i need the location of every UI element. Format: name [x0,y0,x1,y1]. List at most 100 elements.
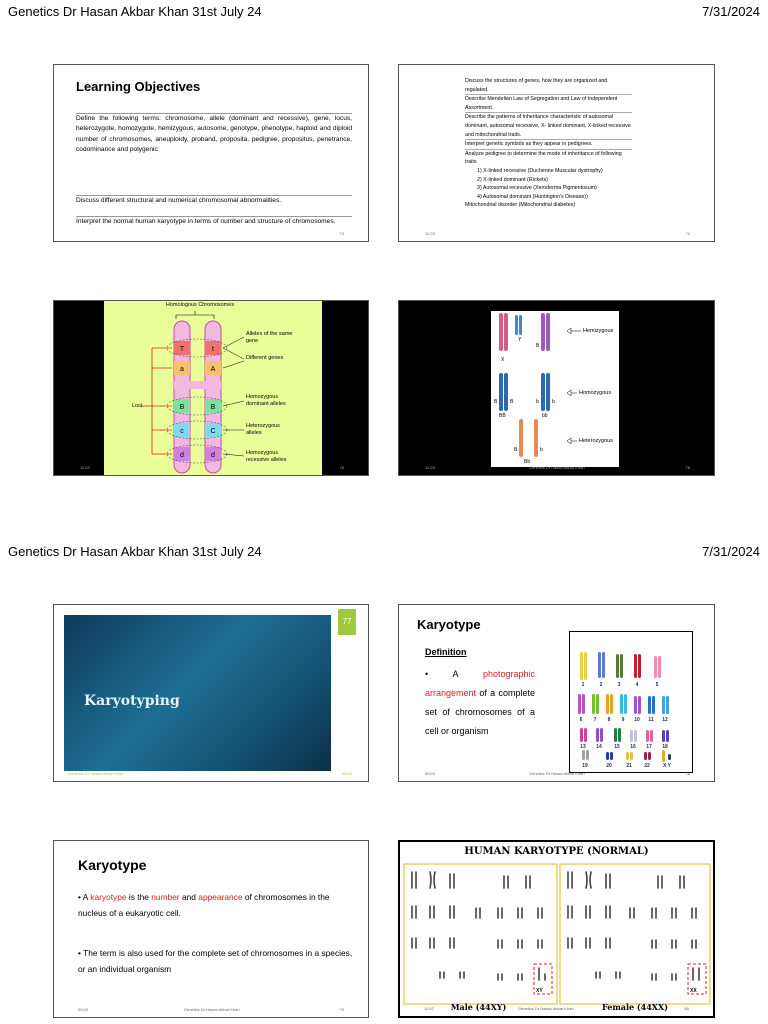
label-heterozygous: Heterozygous alleles [246,423,280,436]
chromosome-number: 14 [596,744,602,750]
normal-karyotype-figure: XY XX [403,863,711,1005]
slide-number: 76 [685,465,690,470]
slide-time: 09:03 [425,771,436,776]
allele-label: T [180,346,185,353]
karyotype-image: 1 2 3 4 5 6 7 8 9 10 11 12 13 14 15 16 1… [569,631,693,773]
definition-heading: Definition [425,647,467,657]
slide-number: 80 [684,1006,689,1011]
allele-label: B [211,404,216,411]
slide-number-badge: 77 [338,609,356,635]
slide-homologous-chromosomes: Homologous Chromosomes [53,300,369,476]
allele-label: B [180,404,185,411]
slide-number: 79 [339,1007,344,1012]
objective-karyotype: Interpret the normal human karyotype in … [76,216,352,227]
chromosome-number: 18 [662,744,668,750]
slide-objectives-continued: Discuss the structures of genes, how the… [398,64,715,242]
allele-label: d [180,452,184,459]
chromosome-number: 1 [582,682,585,688]
homologous-chromosome-diagram: T t a A B B c C d d [140,311,245,474]
objective-subitem: 2) X-linked dominant (Rickets) [477,176,548,183]
genotype-label: BB [499,413,506,419]
bullet-text: • A [78,892,91,902]
page-header: Genetics Dr Hasan Akbar Khan 31st July 2… [8,4,760,22]
objective-abnormalities: Discuss different structural and numeric… [76,195,352,206]
label-hemizygous: Hemizygous [583,328,614,334]
allele-label: d [211,452,215,459]
chromosome-number: 19 [582,763,588,769]
zygosity-panel: X Y B B B b b BB bb B b Bb Hemizygous Ho… [491,311,619,467]
chromosome-number: 21 [626,763,632,769]
chromosome-number: 8 [608,717,611,723]
slide-time: 11:03 [425,231,435,236]
keyword-appearance: appearance [198,892,243,902]
slide-number: 78 [685,771,690,776]
chromosome-number: 20 [606,763,612,769]
label-homozygous-dominant: Homozygous dominant alleles [246,394,286,407]
slide-title: Learning Objectives [76,79,201,94]
zygosity-diagram: X Y B B B b b BB bb B b Bb [494,313,581,465]
bullet-karyotype-definition: • A karyotype is the number and appearan… [78,889,353,921]
page-header: Genetics Dr Hasan Akbar Khan 31st July 2… [8,544,760,562]
label-heterozygous: Heterozygous [579,438,613,444]
objective-row: Mitochondrial disorder (Mitochondrial di… [465,202,576,209]
bullet-text: of chromosomes in the nucleus of a eukar… [78,892,330,918]
objective-subitem: 1) X-linked recessive (Duchenne Muscular… [477,167,603,174]
objective-definitions: Define the following terms: chromosome, … [76,113,352,155]
chromosome-number: 5 [656,682,659,688]
male-label: Male (44XY) [450,1002,507,1012]
label-different-genes: Different genes [246,355,284,361]
header-title: Genetics Dr Hasan Akbar Khan 31st July 2… [8,544,262,559]
genotype-label: bb [542,413,548,419]
slide-number: 74 [685,231,690,236]
bullet-karyotype-species: • The term is also used for the complete… [78,948,353,974]
slide-number: 75 [339,465,344,470]
chromosome-label: B [514,447,518,453]
objective-row: Describe Mendelian Law of Segregation an… [465,95,632,114]
slide-human-karyotype: HUMAN KARYOTYPE (NORMAL) XY XX Male (44X… [398,840,715,1018]
keyword-number: number [151,892,180,902]
slide-number: 73 [339,231,344,236]
allele-label: t [212,346,214,353]
sex-chromosome-label: XY [536,988,543,994]
slide-footer: Genetics Dr Hasan Akbar Khan [184,1007,240,1012]
slide-learning-objectives: Learning Objectives Define the following… [53,64,369,242]
objectives-list: Discuss the structures of genes, how the… [465,77,632,210]
slide-date: 06/03 [341,771,352,776]
objective-row: Interpret genetic symbols as they appear… [465,140,632,150]
objective-subitem: 4) Autosomal dominant (Huntington's Dise… [477,193,588,200]
label-alleles-same-gene: Alleles of the same gene [246,331,293,344]
allele-label: c [180,428,184,435]
allele-label: a [180,366,184,373]
bullet-text: is the [126,892,152,902]
label-homozygous: Homozygous [579,390,612,396]
chromosome-number: 22 [644,763,650,769]
title-background [64,615,331,771]
chromosome-label: B [494,399,498,405]
sex-chromosome-label: XX [690,988,697,994]
chromosome-number: 16 [630,744,636,750]
chromosome-label: B [536,343,540,349]
allele-label: C [210,428,215,435]
slide-karyotype-definition: Karyotype Definition • A photographic ar… [398,604,715,782]
slide-karyotyping-title: Karyotyping 77 Genetics Dr Hasan Akbar K… [53,604,369,782]
diagram-panel: Homologous Chromosomes [104,301,322,475]
loci-label: Loci [132,403,143,409]
chromosome-number: 3 [618,682,621,688]
header-title: Genetics Dr Hasan Akbar Khan 31st July 2… [8,4,262,19]
slide-footer: Genetics Dr Hasan Akbar Khan [68,771,124,776]
slide-title: Karyotype [417,617,481,632]
slide-footer: Genetics Dr Hasan Akbar Khan [529,465,585,470]
colored-karyotype: 1 2 3 4 5 6 7 8 9 10 11 12 13 14 15 16 1… [578,652,672,769]
keyword-photographic: photographic arrangement [425,669,535,698]
allele-label: A [211,366,216,373]
chromosome-number: X Y [663,763,672,769]
slide-time: 11:03 [425,465,435,470]
header-date: 7/31/2024 [702,4,760,19]
chromosome-number: 17 [646,744,652,750]
chromosome-number: 9 [622,717,625,723]
chromosome-label: b [552,399,555,405]
slide-footer: Genetics Dr Hasan Akbar Khan [518,1006,574,1011]
chromosome-label: X [501,357,505,363]
chromosome-label: b [540,447,543,453]
chromosome-number: 15 [614,744,620,750]
